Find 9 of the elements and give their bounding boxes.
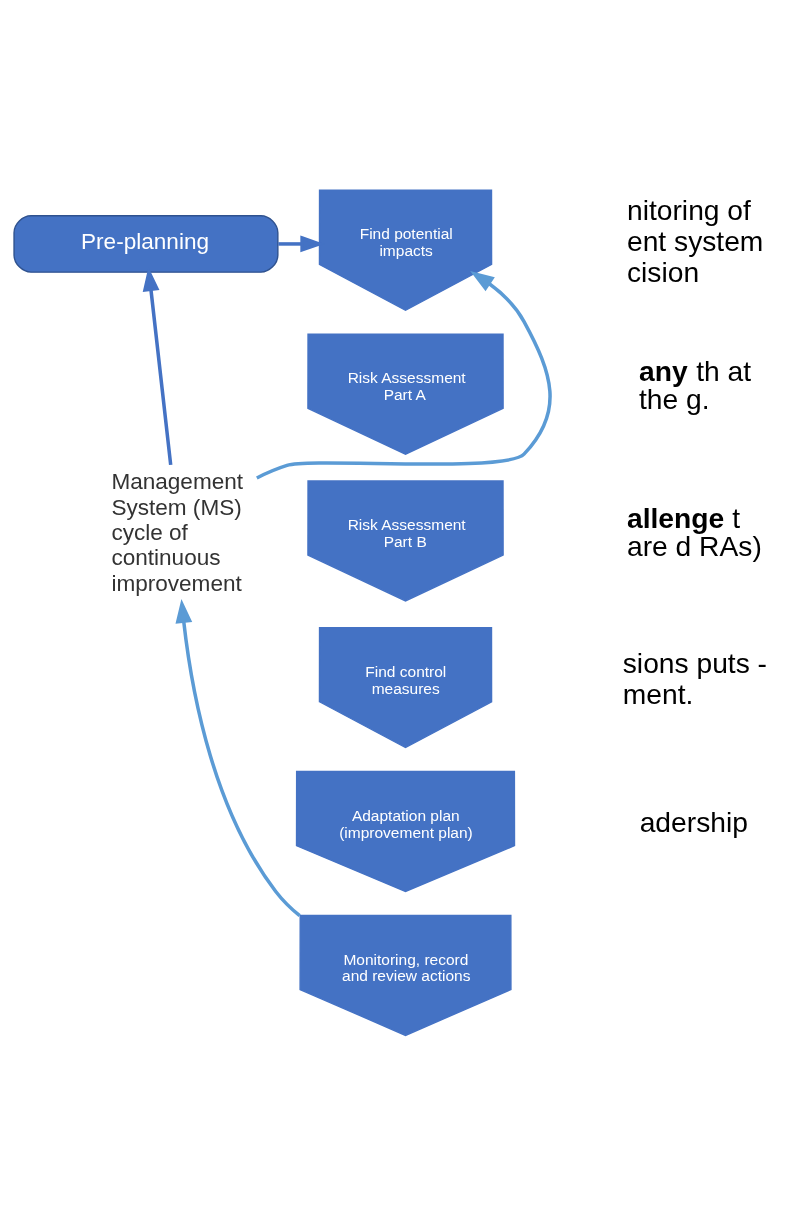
label: sions puts - ment. bbox=[622, 646, 767, 710]
arrow bbox=[256, 271, 552, 480]
label: allenge t are d RAs) bbox=[627, 501, 762, 562]
label: nitoring of ent system cision bbox=[627, 193, 764, 289]
label: any th at the g. bbox=[639, 354, 752, 415]
node-text: Management System (MS) cycle of continuous improvement bbox=[111, 469, 244, 596]
node-box: Pre-planning bbox=[13, 215, 279, 273]
label: adership bbox=[639, 806, 748, 839]
arrow bbox=[175, 598, 301, 918]
